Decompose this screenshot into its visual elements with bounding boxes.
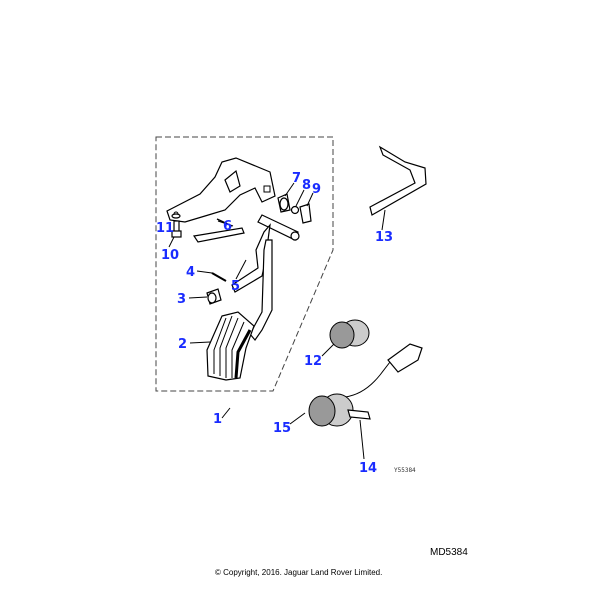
assembly-boundary	[155, 136, 334, 392]
switch-assembly	[308, 343, 423, 427]
callout-11: 11	[156, 221, 174, 236]
callout-4: 4	[186, 265, 195, 280]
diagram-id: MD5384	[430, 547, 468, 558]
copyright-notice: © Copyright, 2016. Jaguar Land Rover Lim…	[215, 568, 383, 577]
mounting-bracket	[369, 145, 427, 216]
spacer	[277, 193, 291, 213]
leader-lines	[168, 182, 386, 460]
callout-8: 8	[302, 178, 311, 193]
return-spring	[192, 227, 245, 243]
callout-5: 5	[231, 279, 240, 294]
callout-labels: 1 2 3 4 5 6 7 8 9 10 11 12 13 14 15 Y553…	[156, 171, 416, 476]
clip	[299, 203, 312, 224]
callout-10: 10	[161, 248, 179, 263]
pedal-pad	[206, 311, 255, 381]
callout-7: 7	[292, 171, 301, 186]
bush	[206, 288, 222, 305]
callout-12: 12	[304, 354, 322, 369]
washer	[290, 205, 300, 215]
callout-6: 6	[223, 219, 232, 234]
pedal-bracket	[166, 157, 276, 223]
callout-1: 1	[213, 412, 222, 427]
callout-14: 14	[359, 461, 377, 476]
pedal-arm	[231, 214, 300, 341]
illustration-code: Y55384	[394, 467, 416, 474]
switch-cap	[329, 319, 370, 349]
pin	[211, 272, 227, 282]
callout-13: 13	[375, 230, 393, 245]
callout-15: 15	[273, 421, 291, 436]
callout-2: 2	[178, 337, 187, 352]
callout-9: 9	[312, 182, 321, 197]
bolt	[171, 213, 182, 238]
callout-3: 3	[177, 292, 186, 307]
